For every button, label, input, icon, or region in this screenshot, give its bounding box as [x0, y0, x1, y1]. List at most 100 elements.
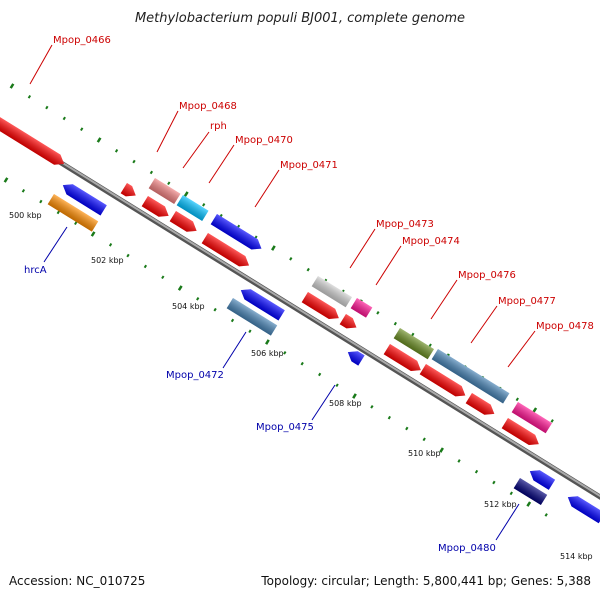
outer-tick: [202, 203, 206, 207]
inner-tick: [90, 231, 96, 237]
gene-mpop-0473-shading: [311, 276, 352, 308]
label-mpop-0475: Mpop_0475: [256, 422, 314, 433]
gene-blue-0480a[interactable]: [527, 466, 556, 490]
gene-mpop-0474[interactable]: [350, 298, 373, 318]
inner-tick: [3, 177, 9, 183]
gene-mpop-0468-shading: [148, 178, 181, 205]
gene-small-arrow-shading: [120, 183, 136, 197]
outer-tick: [45, 105, 49, 110]
inner-tick: [213, 307, 217, 312]
genome-info-text: Topology: circular; Length: 5,800,441 bp…: [260, 574, 591, 588]
kbp-label-512: 512 kbp: [484, 500, 517, 509]
gene-red-3[interactable]: [201, 233, 253, 271]
outer-tick: [62, 116, 66, 121]
gene-olive-shading: [393, 328, 434, 360]
gene-blue-0472a[interactable]: [238, 285, 285, 321]
inner-tick: [457, 459, 461, 463]
outer-tick: [27, 94, 32, 99]
gene-red-4-shading: [301, 292, 339, 320]
kbp-label-504: 504 kbp: [172, 302, 205, 311]
gene-blue-edge[interactable]: [565, 492, 600, 524]
gene-blue-left[interactable]: [60, 180, 107, 216]
inner-tick: [196, 297, 200, 301]
top-labels: Mpop_0466 Mpop_0468 rph Mpop_0470 Mpop_0…: [53, 35, 594, 332]
gene-mpop-0471[interactable]: [210, 214, 265, 254]
gene-mpop-0480[interactable]: [513, 478, 548, 506]
outer-tick: [80, 127, 84, 132]
inner-tick: [56, 210, 60, 215]
inner-tick: [300, 361, 304, 366]
gene-red-5[interactable]: [339, 314, 360, 333]
gene-mpop-0466[interactable]: [0, 114, 67, 169]
label-mpop-0476: Mpop_0476: [458, 270, 516, 281]
label-rph: rph: [210, 121, 227, 132]
inner-tick: [230, 318, 235, 323]
inner-tick: [352, 393, 357, 399]
gene-red-1-shading: [141, 196, 169, 217]
gene-mpop-0472-shading: [226, 298, 278, 336]
outer-tick: [289, 257, 293, 261]
gene-mpop-0468[interactable]: [148, 178, 181, 205]
gene-red-8[interactable]: [465, 393, 498, 419]
accession-text: Accession: NC_010725: [9, 574, 145, 588]
label-mpop-0472: Mpop_0472: [166, 370, 224, 381]
gene-mpop-0472[interactable]: [226, 298, 278, 336]
gene-mpop-0476[interactable]: [431, 349, 510, 404]
outer-tick: [114, 149, 119, 153]
inner-tick: [74, 221, 78, 226]
inner-tick: [108, 243, 113, 247]
inner-tick: [474, 469, 479, 474]
kbp-labels: 500 kbp 502 kbp 504 kbp 506 kbp 508 kbp …: [9, 211, 593, 561]
gene-olive[interactable]: [393, 328, 434, 360]
gene-red-7[interactable]: [419, 364, 469, 401]
gene-red-6[interactable]: [383, 344, 424, 375]
gene-blue-edge-shading: [567, 496, 600, 524]
label-mpop-0478: Mpop_0478: [536, 321, 594, 332]
gene-red-4[interactable]: [301, 292, 342, 323]
outer-tick: [132, 159, 136, 164]
gene-rph[interactable]: [176, 195, 209, 222]
gene-blue-0480a-shading: [529, 470, 556, 490]
inner-tick: [387, 415, 391, 420]
inner-tick: [439, 447, 444, 453]
gene-features: [0, 114, 600, 524]
gene-mpop-0473[interactable]: [311, 276, 352, 308]
inner-tick: [126, 253, 130, 258]
gene-mpop-0475-shading: [347, 351, 365, 366]
label-mpop-0477: Mpop_0477: [498, 296, 556, 307]
inner-tick: [265, 339, 270, 345]
inner-tick: [370, 405, 374, 409]
gene-mpop-0466-shading: [0, 114, 65, 165]
outer-tick: [306, 267, 310, 272]
gene-red-2-shading: [169, 211, 197, 232]
inner-tick: [544, 513, 548, 517]
inner-tick: [318, 372, 322, 377]
kbp-label-502: 502 kbp: [91, 256, 124, 265]
inner-tick: [248, 329, 252, 334]
inner-tick: [21, 188, 26, 193]
gene-mpop-0478[interactable]: [511, 402, 552, 434]
kbp-label-510: 510 kbp: [408, 449, 441, 458]
inner-tick: [492, 480, 496, 485]
label-mpop-0470: Mpop_0470: [235, 135, 293, 146]
label-hrca: hrcA: [24, 265, 47, 276]
gene-red-9[interactable]: [501, 418, 542, 449]
outer-tick: [9, 83, 15, 89]
gene-red-2[interactable]: [169, 211, 200, 236]
outer-tick: [428, 343, 432, 348]
gene-hrca[interactable]: [47, 194, 99, 232]
outer-tick: [271, 245, 276, 251]
gene-red-1[interactable]: [141, 196, 172, 221]
gene-blue-0472a-shading: [240, 289, 285, 321]
outer-tick: [550, 419, 554, 423]
gene-small-arrow[interactable]: [120, 183, 139, 201]
outer-tick-ring: [9, 83, 554, 423]
outer-tick: [149, 170, 154, 175]
gene-mpop-0475[interactable]: [345, 347, 365, 366]
label-mpop-0468: Mpop_0468: [179, 101, 237, 112]
inner-tick: [161, 275, 165, 280]
inner-tick: [335, 383, 339, 388]
label-mpop-0466: Mpop_0466: [53, 35, 111, 46]
kbp-label-500: 500 kbp: [9, 211, 42, 220]
